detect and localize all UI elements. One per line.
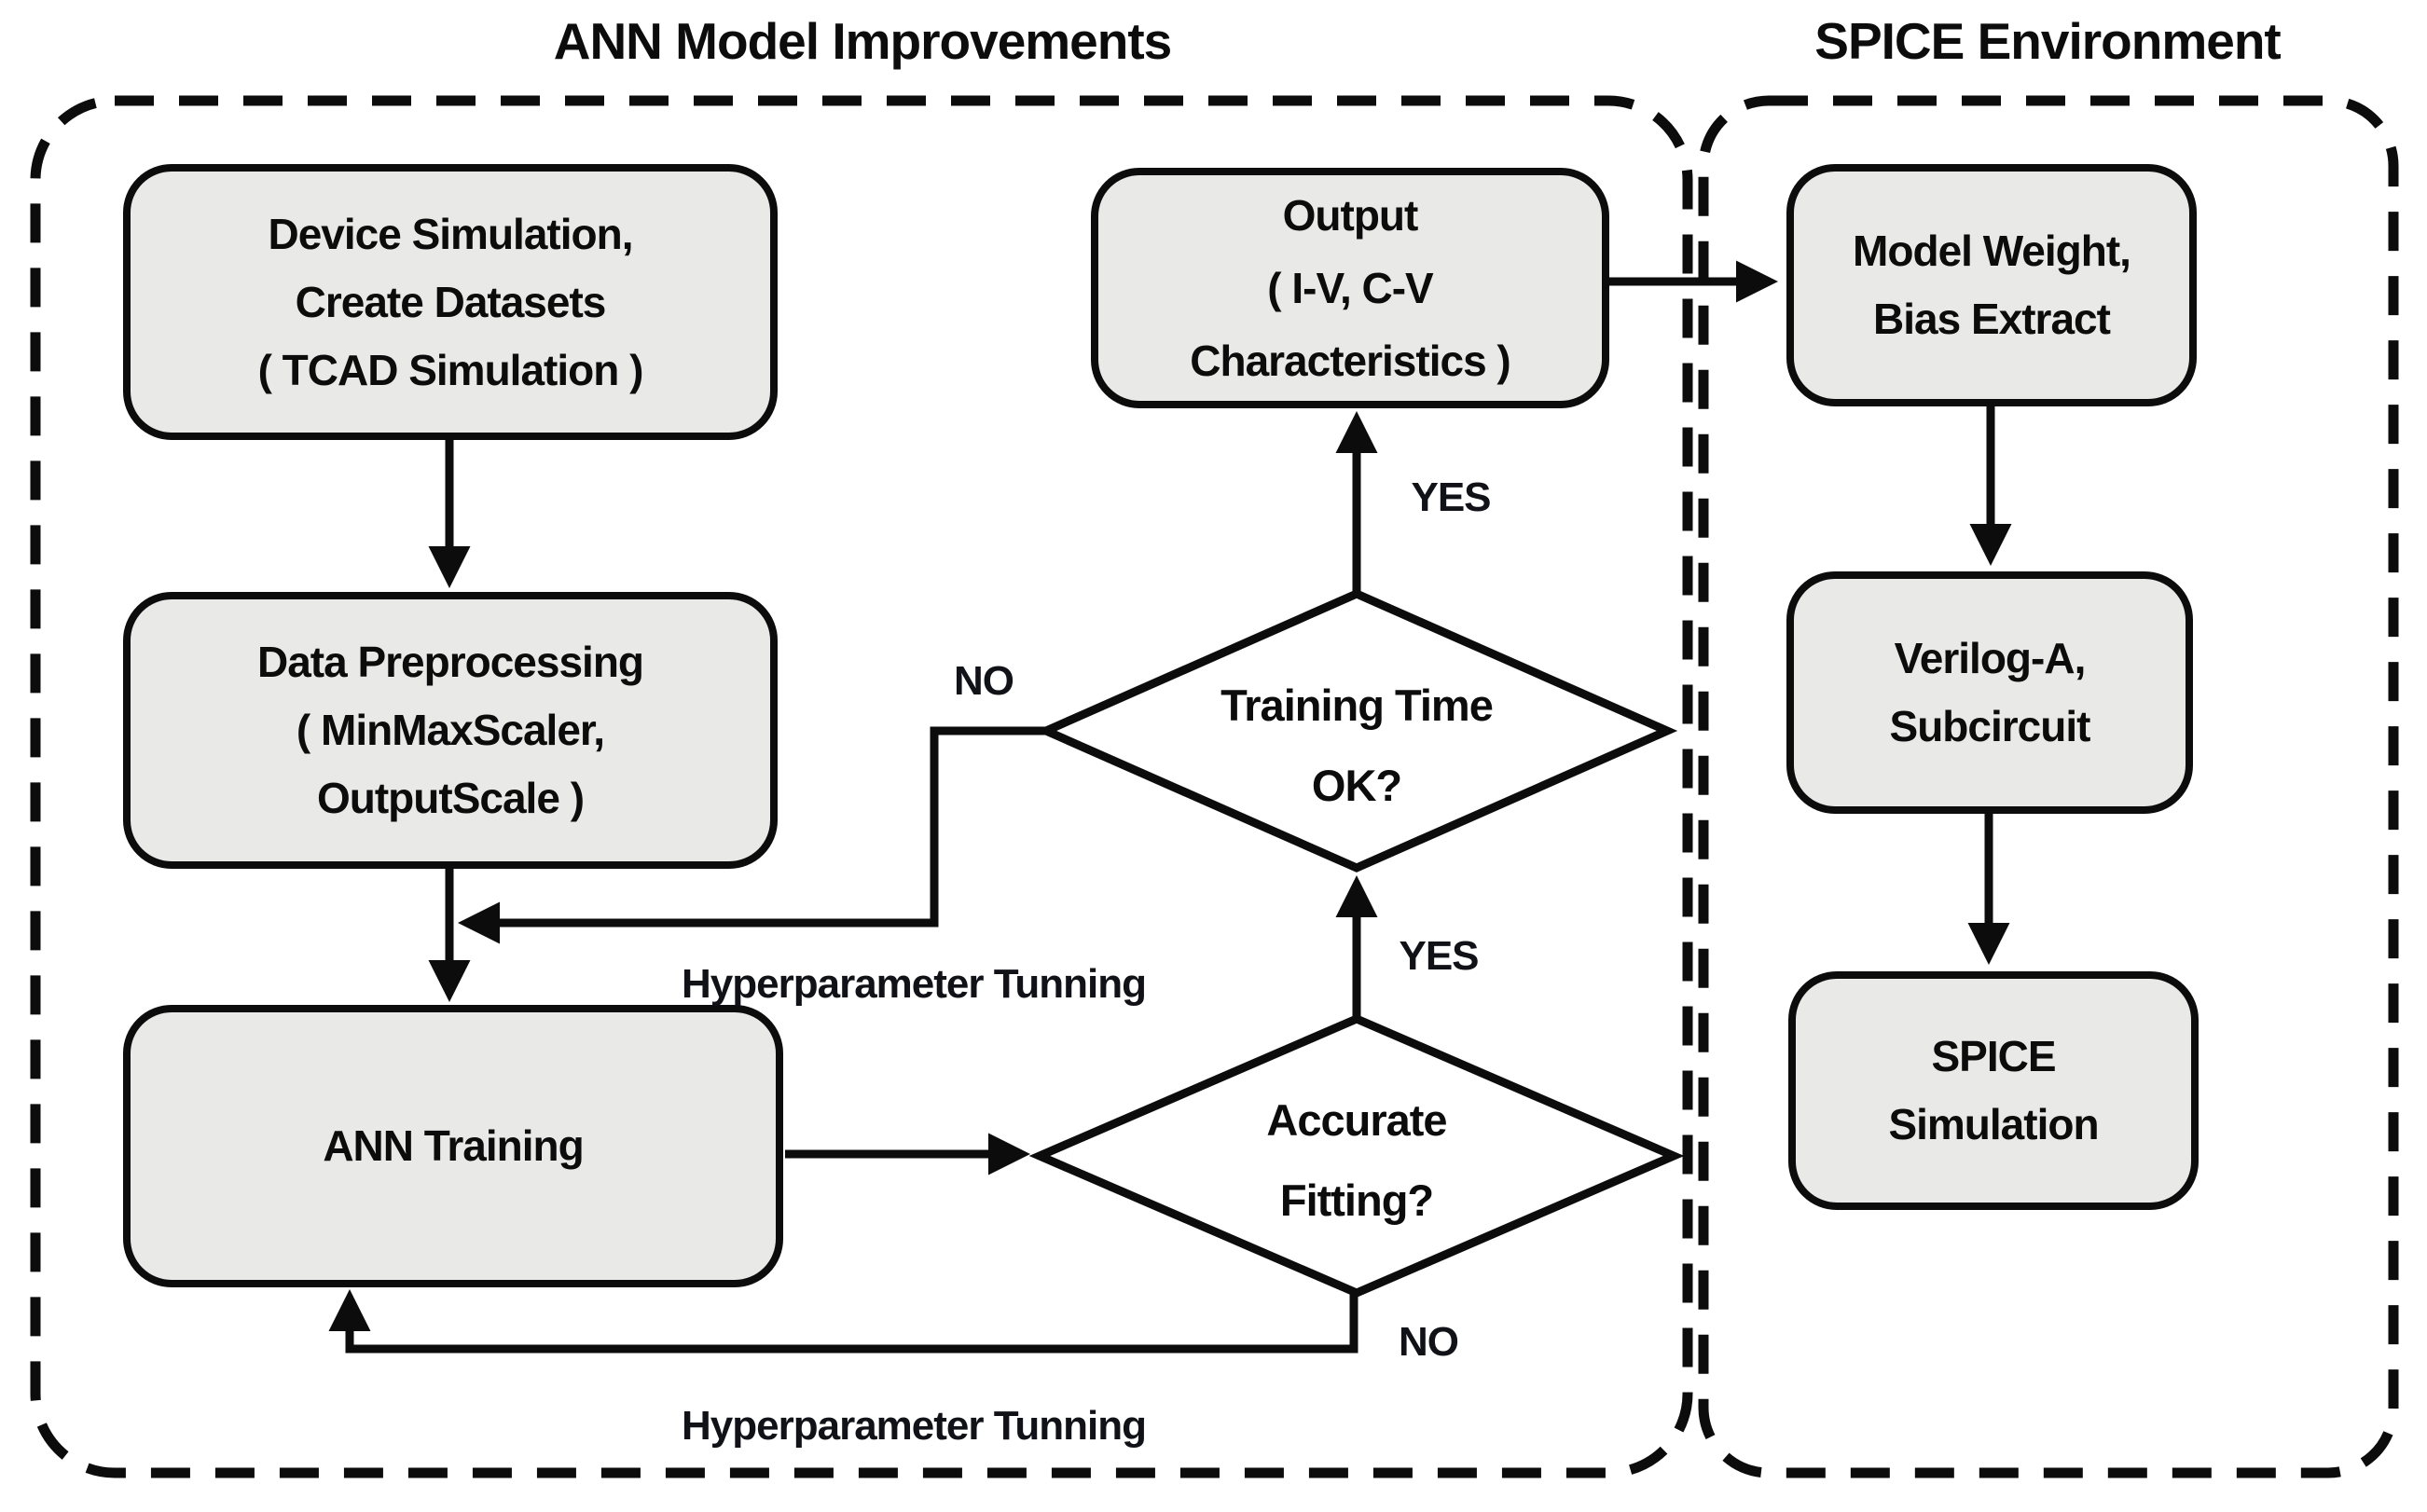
decision-line: Fitting? — [1279, 1175, 1434, 1225]
edge-label-yes-accurate-fitting: YES — [1399, 933, 1479, 979]
edge-label-no-accurate-fitting: NO — [1399, 1319, 1459, 1365]
box-ann-training: ANN Training — [123, 1005, 783, 1287]
box-line: Device Simulation, — [268, 209, 633, 258]
box-spice-simulation: SPICE Simulation — [1788, 971, 2199, 1210]
edge-label-no-training-time: NO — [954, 658, 1014, 704]
edge-fitting-no-feedback — [328, 1289, 1358, 1354]
decision-label-accurate-fitting: Accurate Fitting? — [1266, 1080, 1447, 1241]
box-data-preprocessing: Data Preprocessing ( MinMaxScaler, Outpu… — [123, 592, 778, 869]
box-line: OutputScale ) — [316, 774, 585, 822]
decision-line: Training Time — [1220, 680, 1494, 730]
decision-line: OK? — [1311, 761, 1402, 810]
box-line: SPICE — [1931, 1032, 2056, 1080]
edge-label-hyperparameter-tuning-mid: Hyperparameter Tunning — [682, 961, 1147, 1007]
ann-improvements-container — [30, 95, 1693, 1478]
box-line: ANN Training — [323, 1121, 584, 1170]
box-device-simulation: Device Simulation, Create Datasets ( TCA… — [123, 164, 778, 440]
section-title-spice-environment: SPICE Environment — [1814, 12, 2281, 70]
box-line: ( TCAD Simulation ) — [257, 345, 644, 394]
section-title-ann-improvements: ANN Model Improvements — [553, 12, 1173, 70]
box-line: Output — [1282, 191, 1419, 240]
box-line: Subcircuit — [1889, 702, 2091, 750]
box-output: Output ( I-V, C-V Characteristics ) — [1091, 168, 1609, 408]
decision-label-training-time: Training Time OK? — [1220, 666, 1494, 826]
box-line: Create Datasets — [295, 277, 607, 326]
box-line: Simulation — [1888, 1100, 2099, 1148]
box-line: Bias Extract — [1873, 295, 2111, 343]
box-line: Data Preprocessing — [256, 638, 644, 686]
box-line: ( I-V, C-V — [1267, 264, 1433, 312]
spice-environment-container — [1698, 95, 2399, 1478]
decision-line: Accurate — [1266, 1095, 1447, 1145]
decision-accurate-fitting — [1028, 1014, 1685, 1298]
box-model-weight-bias-extract: Model Weight, Bias Extract — [1786, 164, 2197, 406]
edge-label-hyperparameter-tuning-bottom: Hyperparameter Tunning — [682, 1403, 1147, 1449]
edge-label-yes-training-time: YES — [1411, 474, 1491, 520]
box-line: Characteristics ) — [1190, 337, 1510, 385]
box-line: Model Weight, — [1853, 227, 2131, 275]
edge-trainingtime-no-feedback — [458, 726, 1048, 944]
box-verilog-subcircuit: Verilog-A, Subcircuit — [1786, 571, 2193, 814]
decision-training-time — [1035, 589, 1678, 873]
box-line: Verilog-A, — [1894, 634, 2087, 682]
box-line: ( MinMaxScaler, — [296, 706, 605, 754]
